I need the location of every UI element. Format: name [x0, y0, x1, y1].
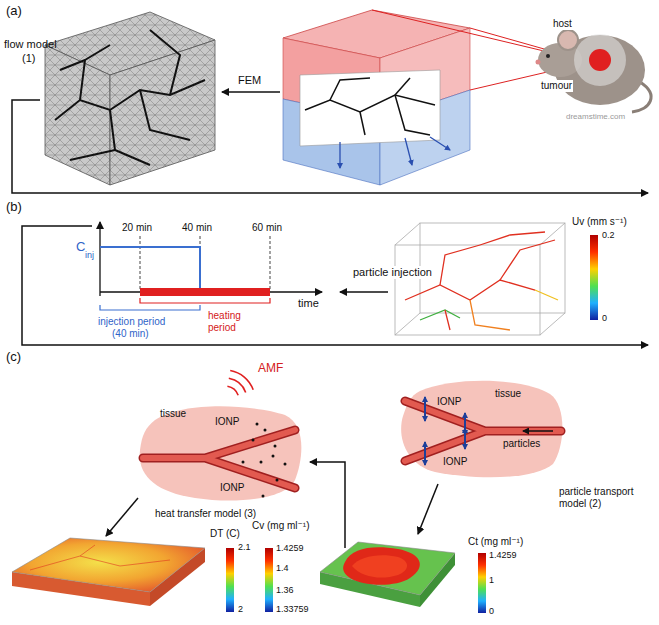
colorbar-tick: 1.4259 — [489, 550, 517, 560]
colorbar-tick: 0 — [489, 606, 494, 616]
period-label: heating period — [208, 310, 254, 333]
colorbar-tick: 2 — [238, 604, 243, 614]
particle-label: IONP — [443, 456, 467, 468]
colorbar-title: Ct (mg ml⁻¹) — [468, 536, 523, 548]
time-tick: 20 min — [122, 222, 152, 234]
colorbar-tick: 1.4 — [276, 563, 289, 573]
arrow-label: FEM — [238, 74, 261, 87]
colorbar-tick: 1.36 — [276, 585, 294, 595]
particle-label: IONP — [437, 396, 461, 408]
arrow-label: particle injection — [352, 266, 433, 279]
field-label: AMF — [258, 362, 283, 376]
time-tick: 60 min — [252, 222, 282, 234]
concentration-symbol: C — [76, 240, 85, 255]
model-label: flow model — [4, 38, 57, 51]
region-label: tissue — [495, 388, 521, 400]
period-label: (40 min) — [112, 328, 149, 340]
colorbar-tick: 1.33759 — [276, 604, 309, 614]
colorbar-tick: 1.4259 — [276, 543, 304, 553]
colorbar-tick: 0 — [602, 313, 607, 323]
particle-label: IONP — [220, 482, 244, 494]
colorbar-title: Cv (mg ml⁻¹) — [252, 520, 310, 532]
particle-label: IONP — [215, 416, 239, 428]
panel-label: (a) — [6, 4, 22, 19]
panel-label: (b) — [6, 200, 22, 215]
colorbar-title: DT (C) — [210, 528, 240, 540]
colorbar-tick: 1 — [489, 575, 494, 585]
axis-label: time — [298, 297, 319, 310]
colorbar-tick: 0.2 — [602, 230, 615, 240]
model-label: particle transport model (2) — [559, 486, 655, 509]
period-label: injection period — [98, 316, 165, 328]
colorbar-tick: 2.1 — [238, 542, 251, 552]
tissue-region: tissueIONP IONP particles — [395, 376, 565, 481]
tumour-label: tumour — [540, 80, 573, 92]
time-tick: 40 min — [182, 222, 212, 234]
colorbar-title: Uv (mm s⁻¹) — [572, 216, 627, 228]
flow-label: particles — [503, 438, 540, 450]
tissue-outline — [395, 376, 565, 481]
region-label: tissue — [160, 408, 186, 420]
watermark: dreamstime.com — [566, 112, 625, 121]
model-label: heat transfer model (3) — [155, 508, 256, 520]
host-label: host — [552, 18, 573, 30]
model-number: (1) — [22, 52, 35, 65]
tissue-region: tissueIONPIONPheat transfer model (3) — [135, 400, 305, 505]
subscript: inj — [85, 250, 94, 260]
panel-label: (c) — [6, 350, 21, 365]
